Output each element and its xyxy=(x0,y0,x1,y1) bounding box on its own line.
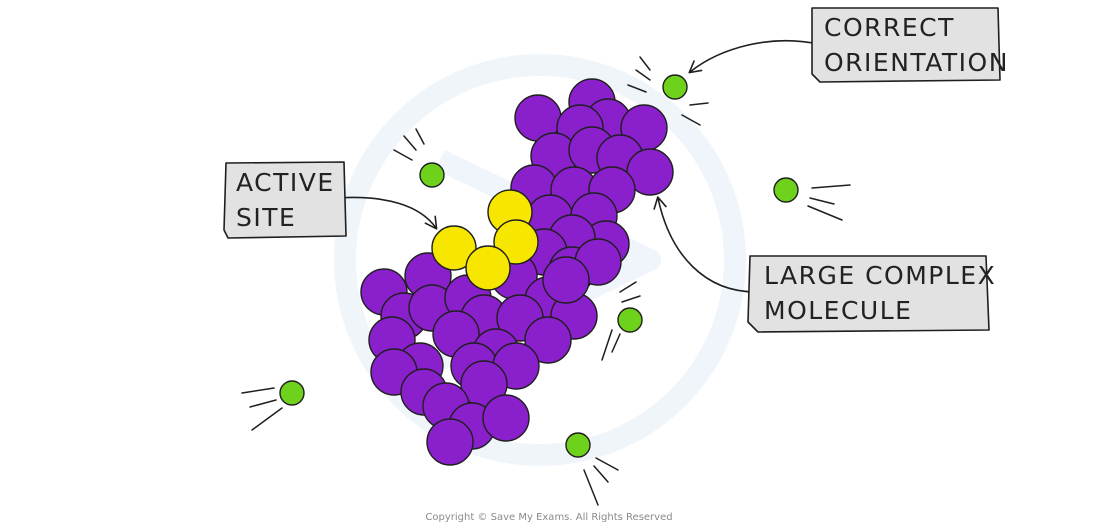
motion-line xyxy=(393,149,413,161)
substrate-particle xyxy=(565,432,591,458)
motion-line xyxy=(593,465,609,483)
tag-large-complex-molecule-line2: MOLECULE xyxy=(764,296,912,325)
substrate-particle xyxy=(617,307,643,333)
tag-active-site-line1: ACTIVE xyxy=(236,168,335,197)
motion-line xyxy=(807,205,843,221)
substrate-particle xyxy=(279,380,305,406)
motion-line xyxy=(689,102,709,106)
arrow-active-site xyxy=(336,196,438,230)
motion-line xyxy=(601,329,613,361)
motion-line xyxy=(619,281,637,293)
motion-line xyxy=(583,469,599,506)
molecule-atom xyxy=(524,316,572,364)
tag-correct-orientation: CORRECT ORIENTATION xyxy=(811,7,1009,83)
motion-line xyxy=(241,387,275,394)
motion-line xyxy=(415,128,425,145)
motion-line xyxy=(595,457,619,471)
molecule-atom xyxy=(426,418,474,466)
tag-large-complex-molecule: LARGE COMPLEX MOLECULE xyxy=(747,255,996,333)
tag-correct-orientation-line1: CORRECT xyxy=(824,13,955,42)
tag-active-site-line2: SITE xyxy=(236,203,296,232)
copyright-notice: Copyright © Save My Exams. All Rights Re… xyxy=(425,512,672,523)
motion-line xyxy=(249,399,277,408)
arrow-large-complex-molecule xyxy=(653,196,757,293)
tag-large-complex-molecule-line1: LARGE COMPLEX xyxy=(764,261,996,290)
motion-line xyxy=(403,135,417,151)
active-site-atom xyxy=(431,225,477,271)
motion-line xyxy=(811,184,851,189)
motion-line xyxy=(621,295,641,303)
large-complex-molecule xyxy=(360,78,674,466)
molecule-atom xyxy=(542,256,590,304)
motion-line xyxy=(681,114,701,126)
motion-line xyxy=(639,56,651,71)
motion-line xyxy=(627,84,647,93)
motion-line xyxy=(611,333,621,353)
motion-line xyxy=(635,69,651,81)
substrate-particle xyxy=(662,74,688,100)
substrate-particles xyxy=(241,56,851,506)
tag-active-site: ACTIVE SITE xyxy=(223,161,347,239)
motion-line xyxy=(251,407,283,431)
active-site-atom xyxy=(465,245,511,291)
motion-line xyxy=(809,197,835,205)
substrate-particle xyxy=(773,177,799,203)
arrow-correct-orientation xyxy=(688,39,819,74)
molecule-atom xyxy=(482,394,530,442)
substrate-particle xyxy=(419,162,445,188)
tag-correct-orientation-line2: ORIENTATION xyxy=(824,48,1009,77)
